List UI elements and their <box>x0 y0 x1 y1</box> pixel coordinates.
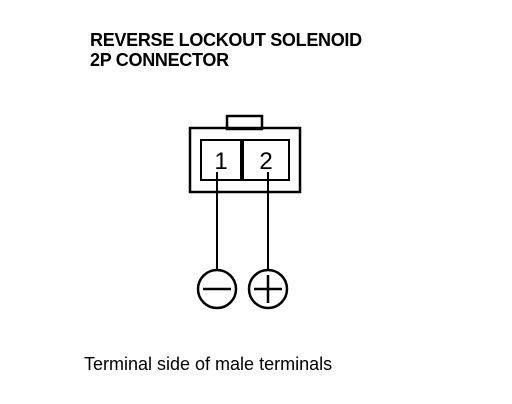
positive-terminal-icon <box>247 268 289 310</box>
pin-1-label: 1 <box>214 148 227 175</box>
diagram-title: REVERSE LOCKOUT SOLENOID 2P CONNECTOR <box>90 30 362 70</box>
diagram-caption: Terminal side of male terminals <box>84 354 333 374</box>
pin-1-cavity <box>200 139 242 181</box>
pin-2-label: 2 <box>259 148 272 175</box>
pin-2-cavity <box>242 139 290 181</box>
title-line-2: 2P CONNECTOR <box>90 50 229 70</box>
negative-terminal-icon <box>196 268 238 310</box>
connector-housing <box>188 126 302 194</box>
title-line-1: REVERSE LOCKOUT SOLENOID <box>90 30 362 50</box>
